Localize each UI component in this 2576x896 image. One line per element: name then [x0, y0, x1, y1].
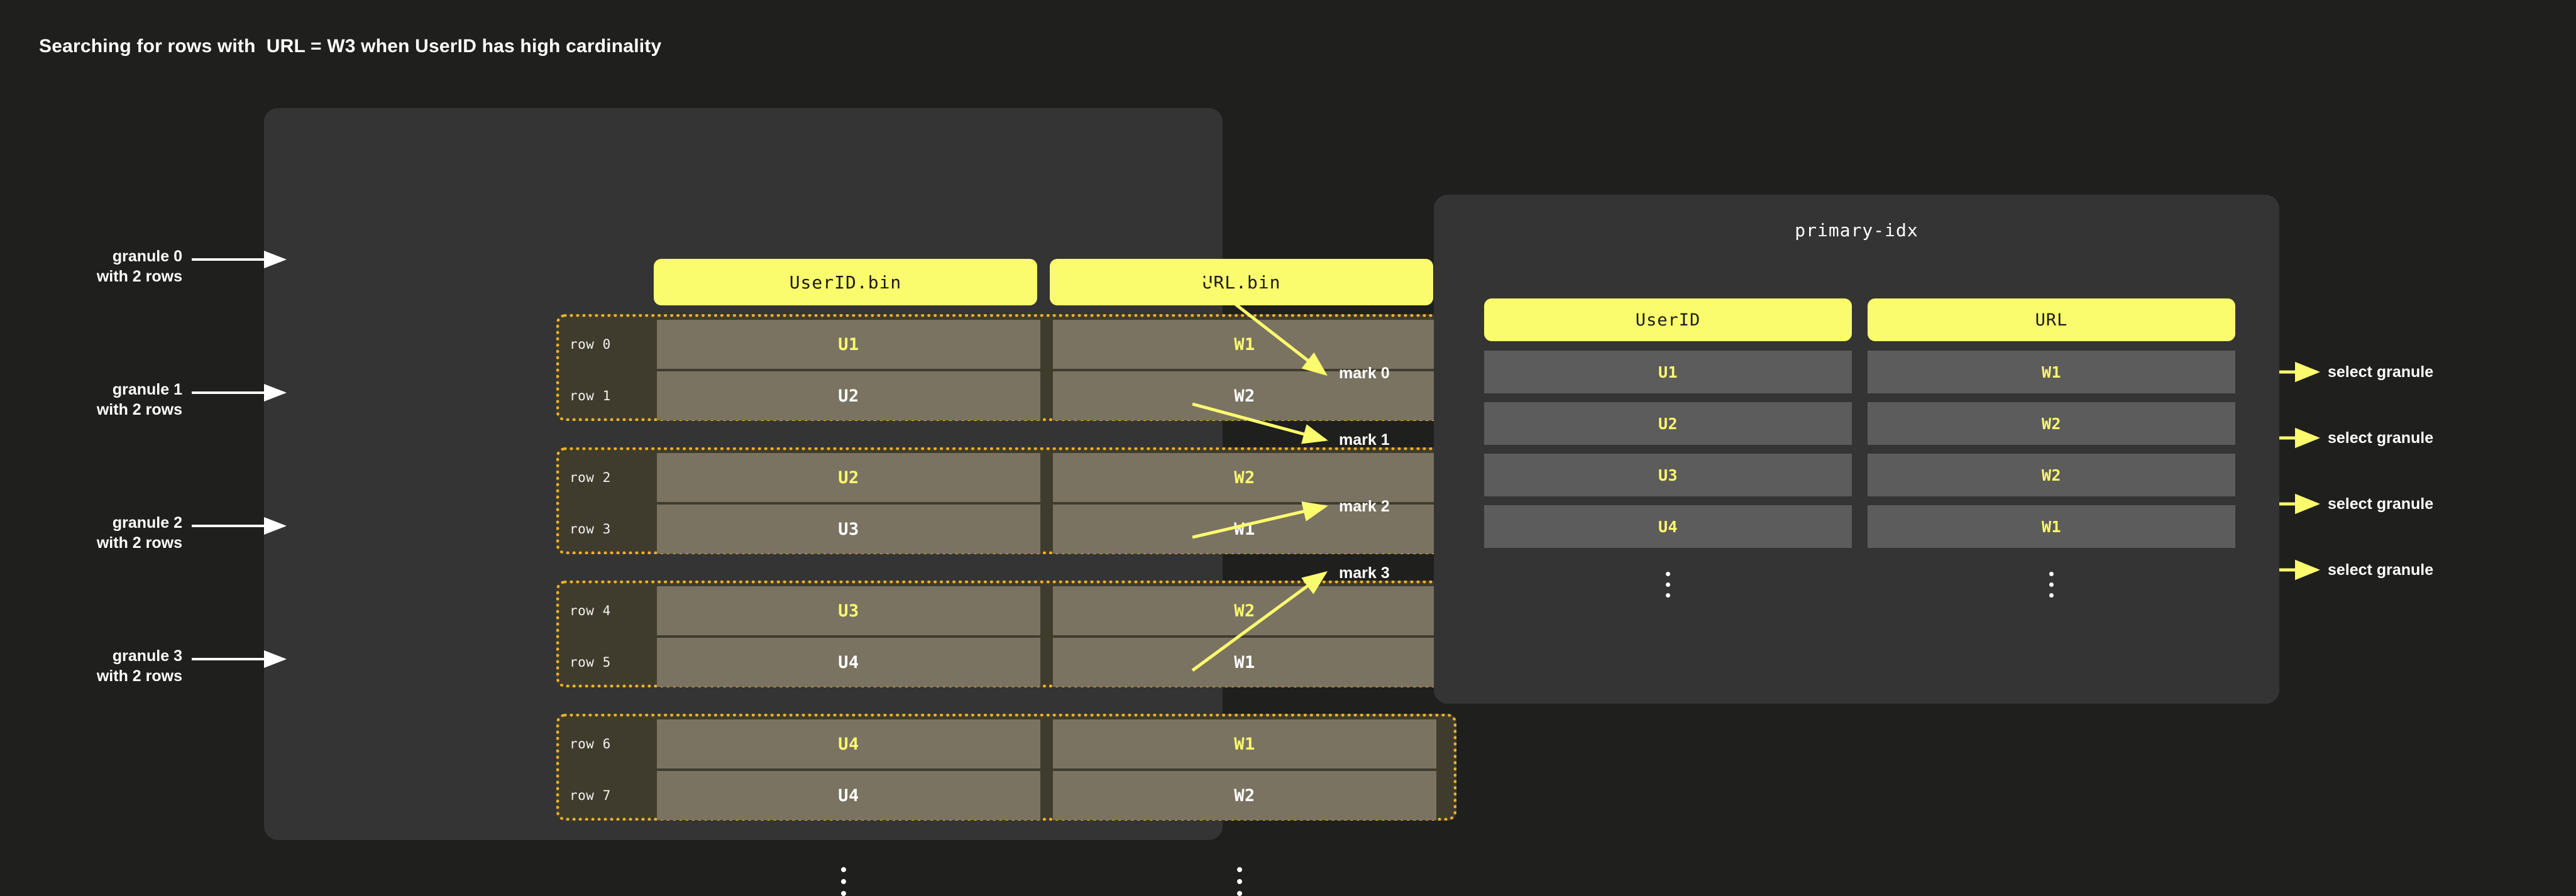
index-cell-userid: U3: [1484, 454, 1852, 496]
column-header-userid-bin: UserID.bin: [654, 259, 1037, 305]
table-row: row 2 U2 W2: [559, 453, 1453, 502]
index-cell-url: W1: [1868, 505, 2235, 548]
cell-url: W2: [1053, 453, 1436, 502]
table-row: row 1 U2 W2: [559, 371, 1453, 420]
cell-url: W2: [1053, 771, 1436, 820]
cell-userid: U2: [657, 453, 1040, 502]
index-cell-userid: U4: [1484, 505, 1852, 548]
row-label: row 4: [570, 603, 611, 618]
table-row: row 0 U1 W1: [559, 320, 1453, 369]
column-header-url-bin: URL.bin: [1050, 259, 1433, 305]
row-label: row 2: [570, 470, 611, 485]
mark-label-3: mark 3: [1339, 564, 1390, 582]
cell-userid: U4: [657, 771, 1040, 820]
index-column-header-userid: UserID: [1484, 298, 1852, 341]
cell-userid: U3: [657, 586, 1040, 635]
row-label: row 6: [570, 736, 611, 751]
mark-label-2: mark 2: [1339, 498, 1390, 515]
cell-userid: U4: [657, 719, 1040, 768]
granule-callout-label-3: granule 3 with 2 rows: [96, 647, 182, 685]
vertical-ellipsis-icon: [1666, 572, 1671, 604]
select-granule-label-2: select granule: [2328, 495, 2434, 513]
table-row: row 3 U3 W1: [559, 505, 1453, 554]
cell-userid: U4: [657, 638, 1040, 687]
granule-callout-label-0: granule 0 with 2 rows: [96, 248, 182, 285]
select-granule-label-0: select granule: [2328, 363, 2434, 381]
granule-box-2[interactable]: row 4 U3 W2 row 5 U4 W1: [556, 581, 1456, 687]
vertical-ellipsis-icon: [1237, 867, 1242, 896]
primary-index-title: primary-idx: [1795, 220, 1918, 241]
granule-callout-label-2: granule 2 with 2 rows: [96, 514, 182, 552]
granule-callout-label-1: granule 1 with 2 rows: [96, 381, 182, 418]
table-row: row 4 U3 W2: [559, 586, 1453, 635]
granule-box-3[interactable]: row 6 U4 W1 row 7 U4 W2: [556, 714, 1456, 821]
cell-url: W1: [1053, 320, 1436, 369]
select-granule-label-3: select granule: [2328, 561, 2434, 579]
cell-url: W1: [1053, 719, 1436, 768]
index-cell-url: W1: [1868, 351, 2235, 393]
mark-label-0: mark 0: [1339, 364, 1390, 382]
index-cell-url: W2: [1868, 402, 2235, 445]
row-label: row 1: [570, 388, 611, 403]
row-label: row 3: [570, 522, 611, 537]
data-part-panel: UserID.bin URL.bin row 0 U1 W1 row 1 U2 …: [264, 108, 1456, 896]
select-granule-label-1: select granule: [2328, 429, 2434, 447]
row-label: row 5: [570, 655, 611, 670]
index-cell-url: W2: [1868, 454, 2235, 496]
table-row: row 5 U4 W1: [559, 638, 1453, 687]
mark-label-1: mark 1: [1339, 431, 1390, 449]
table-row: row 6 U4 W1: [559, 719, 1453, 768]
primary-index-panel: primary-idx UserID URL U1 W1 U2 W2 U3 W2…: [1434, 195, 2279, 704]
row-label: row 7: [570, 788, 611, 803]
cell-userid: U2: [657, 371, 1040, 420]
page-title: Searching for rows with URL = W3 when Us…: [39, 36, 662, 57]
cell-userid: U3: [657, 505, 1040, 554]
cell-userid: U1: [657, 320, 1040, 369]
cell-url: W1: [1053, 638, 1436, 687]
granule-box-0[interactable]: row 0 U1 W1 row 1 U2 W2: [556, 314, 1456, 421]
index-cell-userid: U2: [1484, 402, 1852, 445]
vertical-ellipsis-icon: [2049, 572, 2054, 604]
row-label: row 0: [570, 337, 611, 352]
cell-url: W2: [1053, 586, 1436, 635]
granule-box-1[interactable]: row 2 U2 W2 row 3 U3 W1: [556, 447, 1456, 554]
table-row: row 7 U4 W2: [559, 771, 1453, 820]
index-cell-userid: U1: [1484, 351, 1852, 393]
vertical-ellipsis-icon: [841, 867, 846, 896]
index-column-header-url: URL: [1868, 298, 2235, 341]
